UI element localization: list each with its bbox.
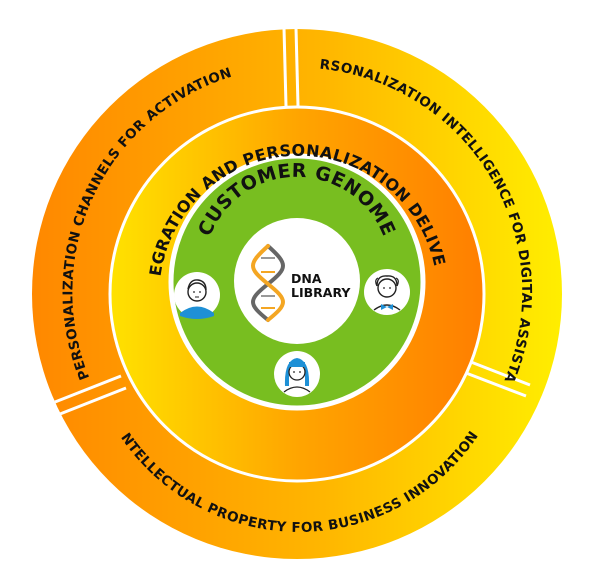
outer-ring-dividers (54, 27, 531, 416)
dna-label-line2: LIBRARY (291, 285, 351, 300)
woman-avatar-icon (274, 351, 320, 397)
dna-label-line1: DNA (291, 271, 322, 286)
bowtie-man-avatar-icon (364, 269, 410, 315)
dna-helix-icon (251, 244, 285, 322)
man-avatar-icon (174, 272, 220, 319)
